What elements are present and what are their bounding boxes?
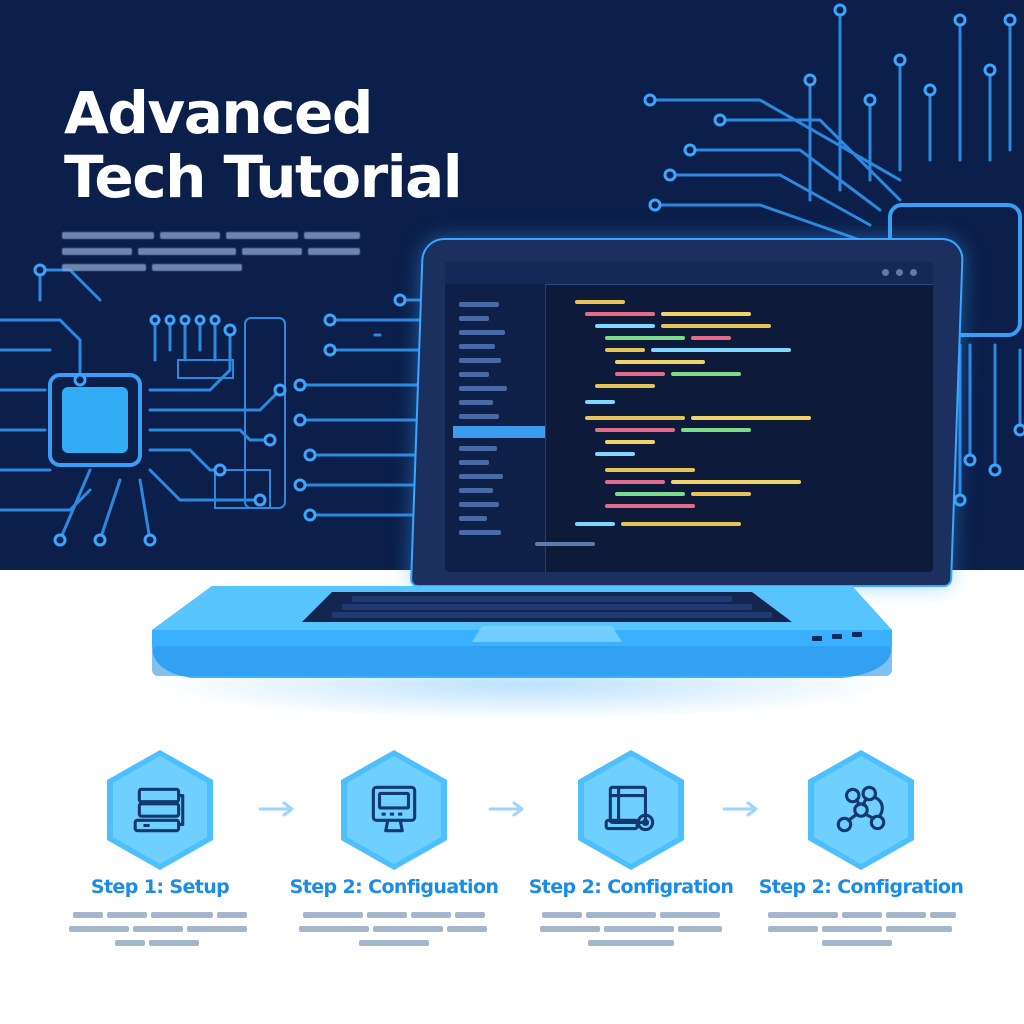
code-editor-screen — [445, 262, 933, 572]
step-4-label: Step 2: Configration — [758, 876, 964, 898]
monitor-icon — [371, 785, 417, 833]
arrow-right-icon — [258, 801, 294, 817]
step-description — [746, 912, 976, 951]
step-2-label: Step 2: Configuation — [289, 876, 499, 898]
network-nodes-icon — [836, 785, 886, 833]
file-explorer-sidebar — [445, 284, 546, 572]
step-description — [279, 912, 509, 951]
selected-file-item — [453, 426, 545, 438]
step-1-label: Step 1: Setup — [90, 876, 230, 898]
window-dot-icon — [882, 269, 889, 276]
step-3-label: Step 2: Configration — [528, 876, 734, 898]
step-description — [516, 912, 746, 951]
step-description — [45, 912, 275, 951]
window-settings-icon — [604, 785, 655, 832]
step-hexagon — [107, 750, 213, 870]
illegible-text-block — [62, 232, 362, 283]
server-icon — [133, 787, 185, 833]
page-title-line-2: Tech Tutorial — [64, 143, 463, 211]
editor-title-bar — [445, 262, 933, 285]
step-hexagon — [808, 750, 914, 870]
window-dot-icon — [896, 269, 903, 276]
arrow-right-icon — [722, 801, 758, 817]
step-hexagon — [341, 750, 447, 870]
page-title-line-1: Advanced — [64, 79, 373, 147]
laptop-keyboard-deck — [152, 586, 892, 678]
step-hexagon — [578, 750, 684, 870]
arrow-right-icon — [488, 801, 524, 817]
window-dot-icon — [910, 269, 917, 276]
